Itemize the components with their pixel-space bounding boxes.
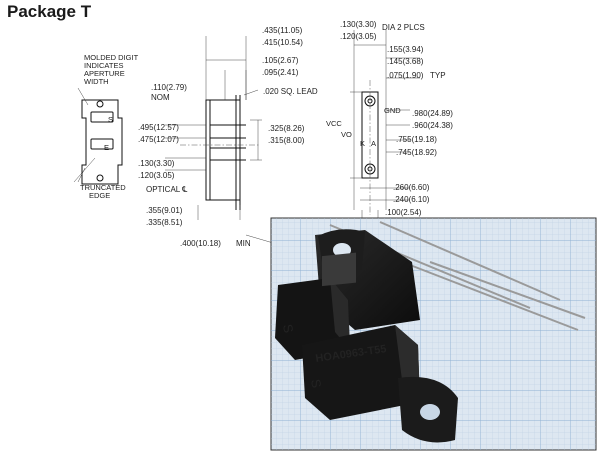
molded-digit-line1: MOLDED DIGIT: [84, 53, 139, 62]
mounting-hole-bottom: [420, 404, 440, 420]
dim-130b: .130(3.30): [340, 20, 377, 29]
dim-105: .105(2.67): [262, 56, 299, 65]
package-title: Package T: [7, 2, 92, 21]
dia-plcs-label: DIA 2 PLCS: [382, 23, 425, 32]
dim-095: .095(2.41): [262, 68, 299, 77]
typ-label: TYP: [430, 71, 446, 80]
side-view: [165, 36, 281, 246]
a-pin-label: A: [371, 139, 376, 148]
dim-355: .355(9.01): [146, 206, 183, 215]
dim-155: .155(3.94): [387, 45, 424, 54]
e-marking-top: E: [104, 143, 109, 152]
vcc-pin-label: VCC: [326, 119, 342, 128]
product-photo: S S HOA0963-T55: [270, 217, 597, 451]
vo-pin-label: VO: [341, 130, 352, 139]
dim-120a: .120(3.05): [138, 171, 175, 180]
mounting-hole-top: [333, 243, 351, 257]
dim-335: .335(8.51): [146, 218, 183, 227]
dim-980: .980(24.89): [412, 109, 453, 118]
dim-110: .110(2.79): [151, 83, 187, 92]
top-view: S E: [73, 87, 123, 185]
dim-495: .495(12.57): [138, 123, 179, 132]
dim-120b: .120(3.05): [340, 32, 377, 41]
dim-755: .755(19.18): [396, 135, 437, 144]
molded-digit-line3: APERTURE: [84, 69, 125, 78]
sq-lead-label: .020 SQ. LEAD: [263, 87, 318, 96]
gnd-pin-label: GND: [384, 106, 401, 115]
dim-315: .315(8.00): [268, 136, 305, 145]
dim-435: .435(11.05): [262, 26, 303, 35]
min-label: MIN: [236, 239, 251, 248]
front-view: [350, 30, 420, 218]
optical-cl-label: OPTICAL ℄: [146, 185, 188, 194]
dim-260: .260(6.60): [393, 183, 430, 192]
dim-145: .145(3.68): [387, 57, 424, 66]
molded-digit-line4: WIDTH: [84, 77, 109, 86]
truncated-edge-line1: TRUNCATED: [80, 183, 126, 192]
dim-075: .075(1.90): [387, 71, 424, 80]
s-marking-top: S: [108, 115, 113, 124]
dim-130a: .130(3.30): [138, 159, 175, 168]
dim-240: .240(6.10): [393, 195, 430, 204]
truncated-edge-note: TRUNCATED EDGE: [80, 183, 126, 200]
dim-475: .475(12.07): [138, 135, 179, 144]
dim-400: .400(10.18): [180, 239, 221, 248]
nom-label: NOM: [151, 93, 170, 102]
molded-digit-line2: INDICATES: [84, 61, 123, 70]
dim-325: .325(8.26): [268, 124, 305, 133]
dim-960: .960(24.38): [412, 121, 453, 130]
molded-digit-note: MOLDED DIGIT INDICATES APERTURE WIDTH: [84, 53, 139, 86]
dim-100: .100(2.54): [385, 208, 422, 217]
k-pin-label: K: [360, 139, 365, 148]
s-marking-photo-1: S: [280, 323, 296, 334]
dim-745: .745(18.92): [396, 148, 437, 157]
truncated-edge-line2: EDGE: [89, 191, 110, 200]
s-marking-photo-2: S: [308, 378, 324, 389]
dim-415: .415(10.54): [262, 38, 303, 47]
